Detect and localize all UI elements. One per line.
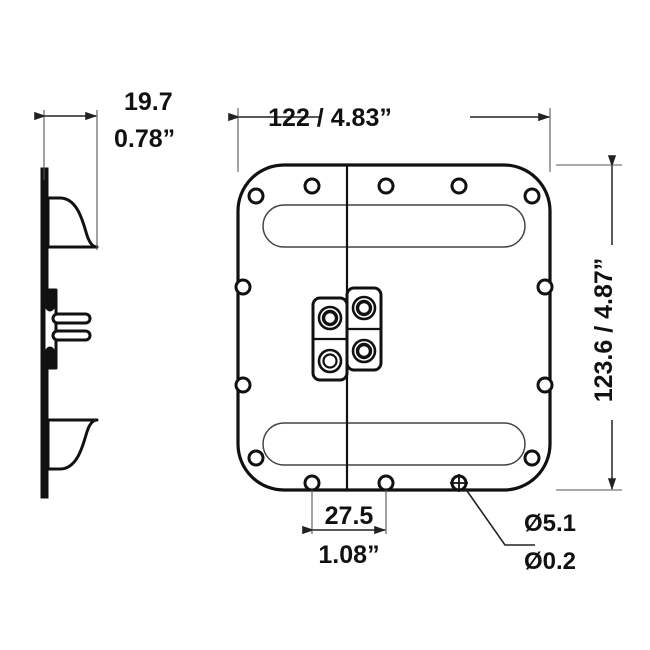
hole-bottom-3-datum — [450, 474, 468, 492]
side-upper-handle-profile — [46, 196, 99, 249]
hole-pitch-dimension: 27.5 1.08” — [302, 490, 387, 569]
hole-top-left-corner — [247, 187, 265, 205]
hole-left-1 — [234, 278, 252, 296]
hole-bottom-2 — [377, 474, 395, 492]
hole-top-right-corner — [523, 187, 541, 205]
side-hinge-knuckle-upper — [43, 288, 57, 312]
height-label: 123.6 / 4.87” — [590, 258, 618, 403]
hole-bottom-1 — [303, 474, 321, 492]
hinge-screw-hole-right-upper — [355, 299, 373, 317]
handle-recess-bottom — [262, 422, 526, 466]
side-hinge-pin-upper — [51, 312, 92, 325]
plan-front-view — [234, 163, 554, 492]
side-profile-view: 19.7 0.78” — [34, 88, 175, 499]
pitch-in-label: 1.08” — [318, 541, 379, 569]
hole-right-1 — [536, 278, 554, 296]
mounting-holes — [234, 177, 554, 492]
hole-diameter-callout: Ø5.1 Ø0.2 — [464, 487, 576, 575]
hole-dia-in-label: Ø0.2 — [524, 548, 576, 575]
diameter-leader-line — [464, 487, 535, 546]
side-hinge-pin-lower — [51, 329, 92, 342]
hinge-screw-hole-left-upper — [321, 309, 339, 327]
hole-left-2 — [234, 376, 252, 394]
hole-bottom-left-corner — [247, 449, 265, 467]
handle-recess-top — [262, 204, 526, 248]
thickness-mm-label: 19.7 — [124, 88, 173, 116]
hole-bottom-right-corner — [523, 449, 541, 467]
hole-top-2 — [377, 177, 395, 195]
width-dimension: 122 / 4.83” — [228, 104, 551, 172]
hinge-screw-hole-left-lower — [322, 353, 338, 369]
width-label: 122 / 4.83” — [268, 104, 392, 132]
side-lower-handle-profile — [46, 418, 99, 471]
hinge-screw-hole-right-lower — [355, 342, 373, 360]
plate-outline — [236, 163, 552, 492]
hole-right-2 — [536, 376, 554, 394]
hole-top-3 — [450, 177, 468, 195]
height-dimension: 123.6 / 4.87” — [556, 155, 622, 491]
pitch-mm-label: 27.5 — [325, 502, 374, 530]
hole-top-1 — [303, 177, 321, 195]
center-hinge-assembly — [311, 286, 383, 382]
thickness-in-label: 0.78” — [114, 125, 175, 153]
side-hinge-knuckle-lower — [43, 346, 57, 370]
hole-dia-mm-label: Ø5.1 — [524, 510, 576, 537]
